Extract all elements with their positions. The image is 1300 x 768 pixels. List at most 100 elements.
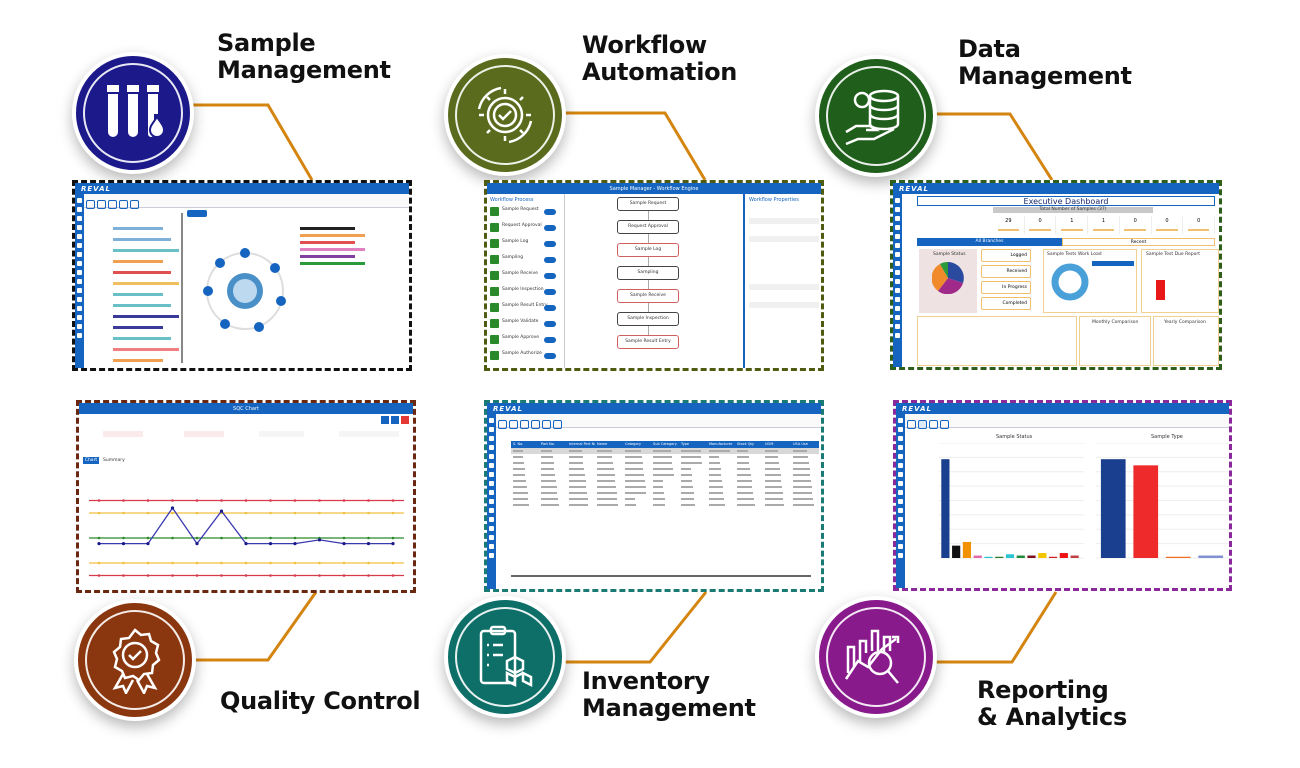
sidebar-nav-icon[interactable]	[489, 508, 494, 513]
process-toggle[interactable]	[544, 209, 556, 215]
workflow-step[interactable]: Sampling	[617, 266, 679, 280]
measurement-point[interactable]	[121, 542, 126, 546]
clear-button[interactable]	[401, 416, 409, 424]
sidebar-nav-icon[interactable]	[895, 261, 900, 266]
column-header[interactable]: UOM	[765, 442, 774, 446]
measurement-point[interactable]	[268, 542, 273, 546]
sidebar-nav-icon[interactable]	[898, 499, 903, 504]
search-button[interactable]	[391, 416, 399, 424]
table-row[interactable]	[511, 460, 819, 466]
sidebar-nav-icon[interactable]	[489, 499, 494, 504]
sample-list-item[interactable]	[113, 315, 179, 318]
workflow-step[interactable]: Sample Inspection	[617, 312, 679, 326]
workflow-step[interactable]: Sample Result Entry	[617, 335, 679, 349]
sidebar-nav-icon[interactable]	[898, 553, 903, 558]
tab-summary[interactable]: Summary	[103, 458, 125, 463]
sidebar-nav-icon[interactable]	[895, 279, 900, 284]
sidebar-nav-icon[interactable]	[77, 288, 82, 293]
table-row[interactable]	[511, 448, 819, 454]
tab-recent[interactable]: Recent	[1062, 238, 1215, 246]
bar[interactable]	[1005, 554, 1015, 558]
sidebar-nav-icon[interactable]	[898, 490, 903, 495]
status-item[interactable]: Completed	[981, 297, 1031, 310]
workload-filter[interactable]	[1092, 261, 1134, 266]
sidebar-nav-icon[interactable]	[77, 198, 82, 203]
sidebar-nav-icon[interactable]	[489, 490, 494, 495]
sample-list-item[interactable]	[113, 326, 163, 329]
sidebar-nav-icon[interactable]	[895, 252, 900, 257]
parameter-select[interactable]	[339, 431, 399, 437]
process-toggle[interactable]	[544, 289, 556, 295]
process-toggle[interactable]	[544, 305, 556, 311]
sample-list-item[interactable]	[113, 227, 163, 230]
sidebar-nav-icon[interactable]	[898, 526, 903, 531]
sidebar-nav-icon[interactable]	[895, 216, 900, 221]
sidebar-nav-icon[interactable]	[895, 306, 900, 311]
workflow-step[interactable]: Request Approval	[617, 220, 679, 234]
process-toggle[interactable]	[544, 225, 556, 231]
sample-list[interactable]	[105, 213, 183, 363]
column-header[interactable]: Part No.	[541, 442, 555, 446]
bar[interactable]	[973, 555, 982, 558]
sidebar-nav-icon[interactable]	[895, 198, 900, 203]
sidebar-nav-icon[interactable]	[898, 445, 903, 450]
sidebar-nav-icon[interactable]	[489, 418, 494, 423]
sidebar-nav-icon[interactable]	[898, 535, 903, 540]
measurement-point[interactable]	[244, 542, 248, 546]
sidebar-nav-icon[interactable]	[898, 418, 903, 423]
measurement-point[interactable]	[342, 542, 346, 546]
sidebar-nav-icon[interactable]	[77, 306, 82, 311]
bar[interactable]	[984, 556, 993, 558]
bar[interactable]	[1016, 555, 1025, 558]
process-toggle[interactable]	[544, 273, 556, 279]
sidebar-nav-icon[interactable]	[898, 517, 903, 522]
table-row[interactable]	[511, 472, 819, 478]
sidebar-nav-icon[interactable]	[489, 427, 494, 432]
sidebar-nav-icon[interactable]	[77, 243, 82, 248]
sample-list-item[interactable]	[113, 348, 179, 351]
save-button[interactable]	[381, 416, 389, 424]
sidebar-nav-icon[interactable]	[898, 472, 903, 477]
sidebar-nav-icon[interactable]	[77, 315, 82, 320]
bar[interactable]	[1198, 555, 1224, 558]
sidebar-nav-icon[interactable]	[895, 243, 900, 248]
sidebar-nav-icon[interactable]	[898, 427, 903, 432]
bar[interactable]	[1027, 555, 1036, 558]
sidebar-nav-icon[interactable]	[489, 463, 494, 468]
status-item[interactable]: Logged	[981, 249, 1031, 262]
sidebar-nav-icon[interactable]	[489, 436, 494, 441]
to-date-input[interactable]	[184, 431, 224, 437]
measurement-point[interactable]	[219, 509, 224, 513]
table-row[interactable]	[511, 502, 819, 508]
table-row[interactable]	[511, 466, 819, 472]
sample-list-item[interactable]	[113, 337, 171, 340]
column-header[interactable]: Stock Qty	[737, 442, 754, 446]
sidebar-nav-icon[interactable]	[489, 553, 494, 558]
sidebar-nav-icon[interactable]	[898, 544, 903, 549]
column-header[interactable]: S. No.	[513, 442, 524, 446]
sidebar[interactable]	[896, 414, 905, 588]
horizontal-scrollbar[interactable]	[511, 575, 811, 577]
sidebar-nav-icon[interactable]	[489, 454, 494, 459]
property-field[interactable]	[749, 284, 819, 290]
sample-list-item[interactable]	[113, 238, 171, 241]
column-header[interactable]: Sub Category	[653, 442, 677, 446]
sidebar-nav-icon[interactable]	[77, 324, 82, 329]
tab-all-branches[interactable]: All Branches	[917, 238, 1062, 246]
tab-sample[interactable]	[187, 210, 207, 217]
table-row[interactable]	[511, 454, 819, 460]
measurement-point[interactable]	[146, 542, 150, 546]
workflow-step[interactable]: Sample Log	[617, 243, 679, 257]
sidebar-nav-icon[interactable]	[77, 333, 82, 338]
sidebar-nav-icon[interactable]	[77, 252, 82, 257]
measurement-point[interactable]	[195, 542, 199, 546]
sidebar-nav-icon[interactable]	[898, 508, 903, 513]
sidebar-nav-icon[interactable]	[895, 288, 900, 293]
sidebar-nav-icon[interactable]	[77, 279, 82, 284]
sidebar-nav-icon[interactable]	[895, 234, 900, 239]
measurement-point[interactable]	[97, 542, 101, 546]
bar[interactable]	[995, 556, 1004, 558]
table-row[interactable]	[511, 496, 819, 502]
sidebar-nav-icon[interactable]	[489, 481, 494, 486]
status-item[interactable]: Received	[981, 265, 1031, 278]
